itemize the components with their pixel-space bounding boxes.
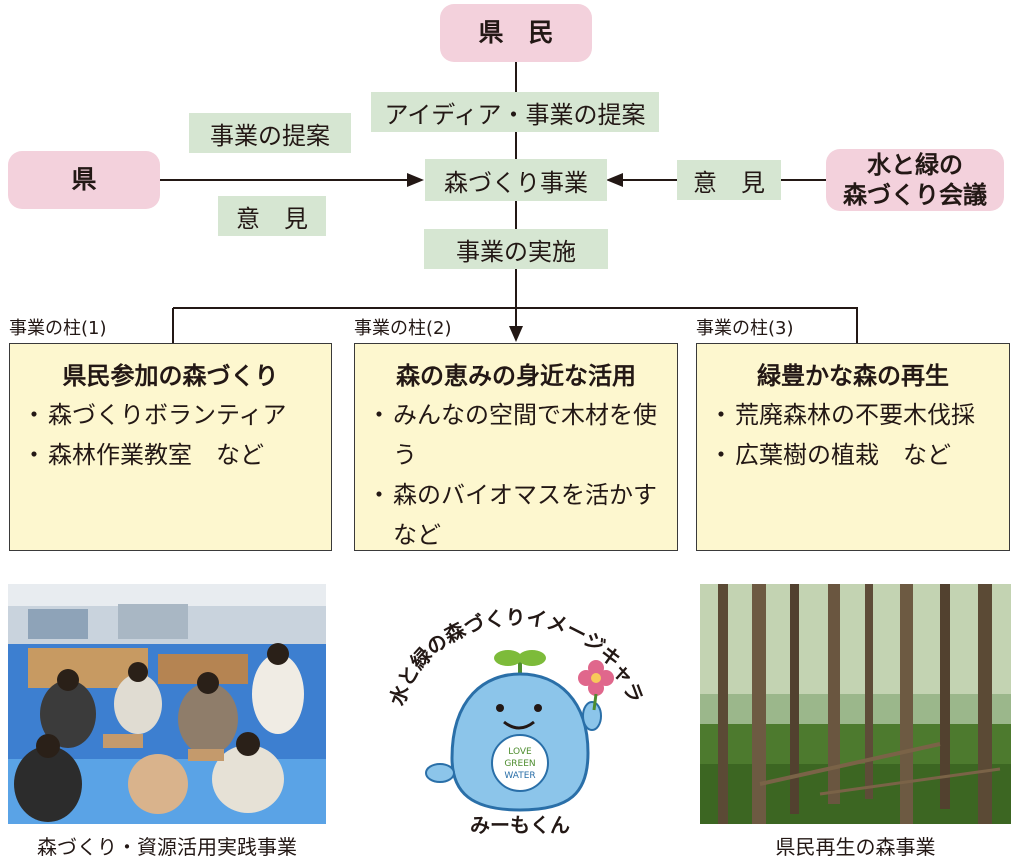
mascot-illustration: 水と緑の森づくりイメージキャラクター LOVE GREEN WATER みーもく…: [380, 588, 648, 837]
proposal-label: 事業の提案: [189, 113, 351, 153]
workshop-photo: [8, 584, 326, 824]
pillar-1-box: 県民参加の森づくり 森づくりボランティア 森林作業教室 など: [9, 343, 332, 551]
council-label-line1: 水と緑の: [867, 151, 963, 179]
pillar-3-label: 事業の柱(3): [696, 318, 794, 339]
pillar-1-item: 森林作業教室 など: [22, 435, 319, 475]
left-photo-caption: 森づくり・資源活用実践事業: [37, 835, 297, 859]
pillar-1-item: 森づくりボランティア: [22, 395, 319, 435]
pillar-2-item: みんなの空間で木材を使う: [367, 395, 663, 475]
arrowhead-left: [606, 173, 623, 187]
pillar-2-box: 森の恵みの身近な活用 みんなの空間で木材を使う 森のバイオマスを活かすなど: [354, 343, 678, 551]
mascot-name: みーもくん: [470, 813, 570, 837]
ken-label: 県: [71, 165, 97, 195]
pillar-1-label: 事業の柱(1): [9, 318, 107, 339]
opinion-right-label: 意 見: [677, 160, 781, 200]
council-label-line2: 森づくり会議: [843, 181, 987, 209]
implementation-label: 事業の実施: [424, 229, 608, 269]
council-box: 水と緑の 森づくり会議: [826, 149, 1004, 211]
pillar-3-item: 荒廃森林の不要木伐採: [709, 395, 997, 435]
badge-line1: LOVE: [508, 747, 532, 757]
arrowhead-down: [509, 326, 523, 342]
kenmin-box: 県 民: [440, 4, 592, 62]
idea-proposal-label: アイディア・事業の提案: [371, 92, 659, 132]
ken-box: 県: [8, 151, 160, 209]
kenmin-label: 県 民: [478, 18, 554, 48]
pillar-2-item: 森のバイオマスを活かすなど: [367, 475, 663, 555]
pillar-3-title: 緑豊かな森の再生: [757, 362, 949, 390]
opinion-left-label: 意 見: [218, 196, 326, 236]
pillar-2-label: 事業の柱(2): [354, 318, 452, 339]
forest-photo: [700, 584, 1011, 824]
arrowhead-right: [407, 173, 424, 187]
pillar-3-box: 緑豊かな森の再生 荒廃森林の不要木伐採 広葉樹の植栽 など: [696, 343, 1010, 551]
branch-connectors: [172, 304, 858, 344]
forest-project-box: 森づくり事業: [425, 159, 607, 201]
pillar-2-title: 森の恵みの身近な活用: [396, 362, 636, 390]
pillar-1-title: 県民参加の森づくり: [62, 362, 279, 390]
pillar-3-item: 広葉樹の植栽 など: [709, 435, 997, 475]
right-photo-caption: 県民再生の森事業: [775, 835, 936, 859]
badge-line3: WATER: [504, 771, 535, 781]
badge-line2: GREEN: [504, 759, 535, 769]
